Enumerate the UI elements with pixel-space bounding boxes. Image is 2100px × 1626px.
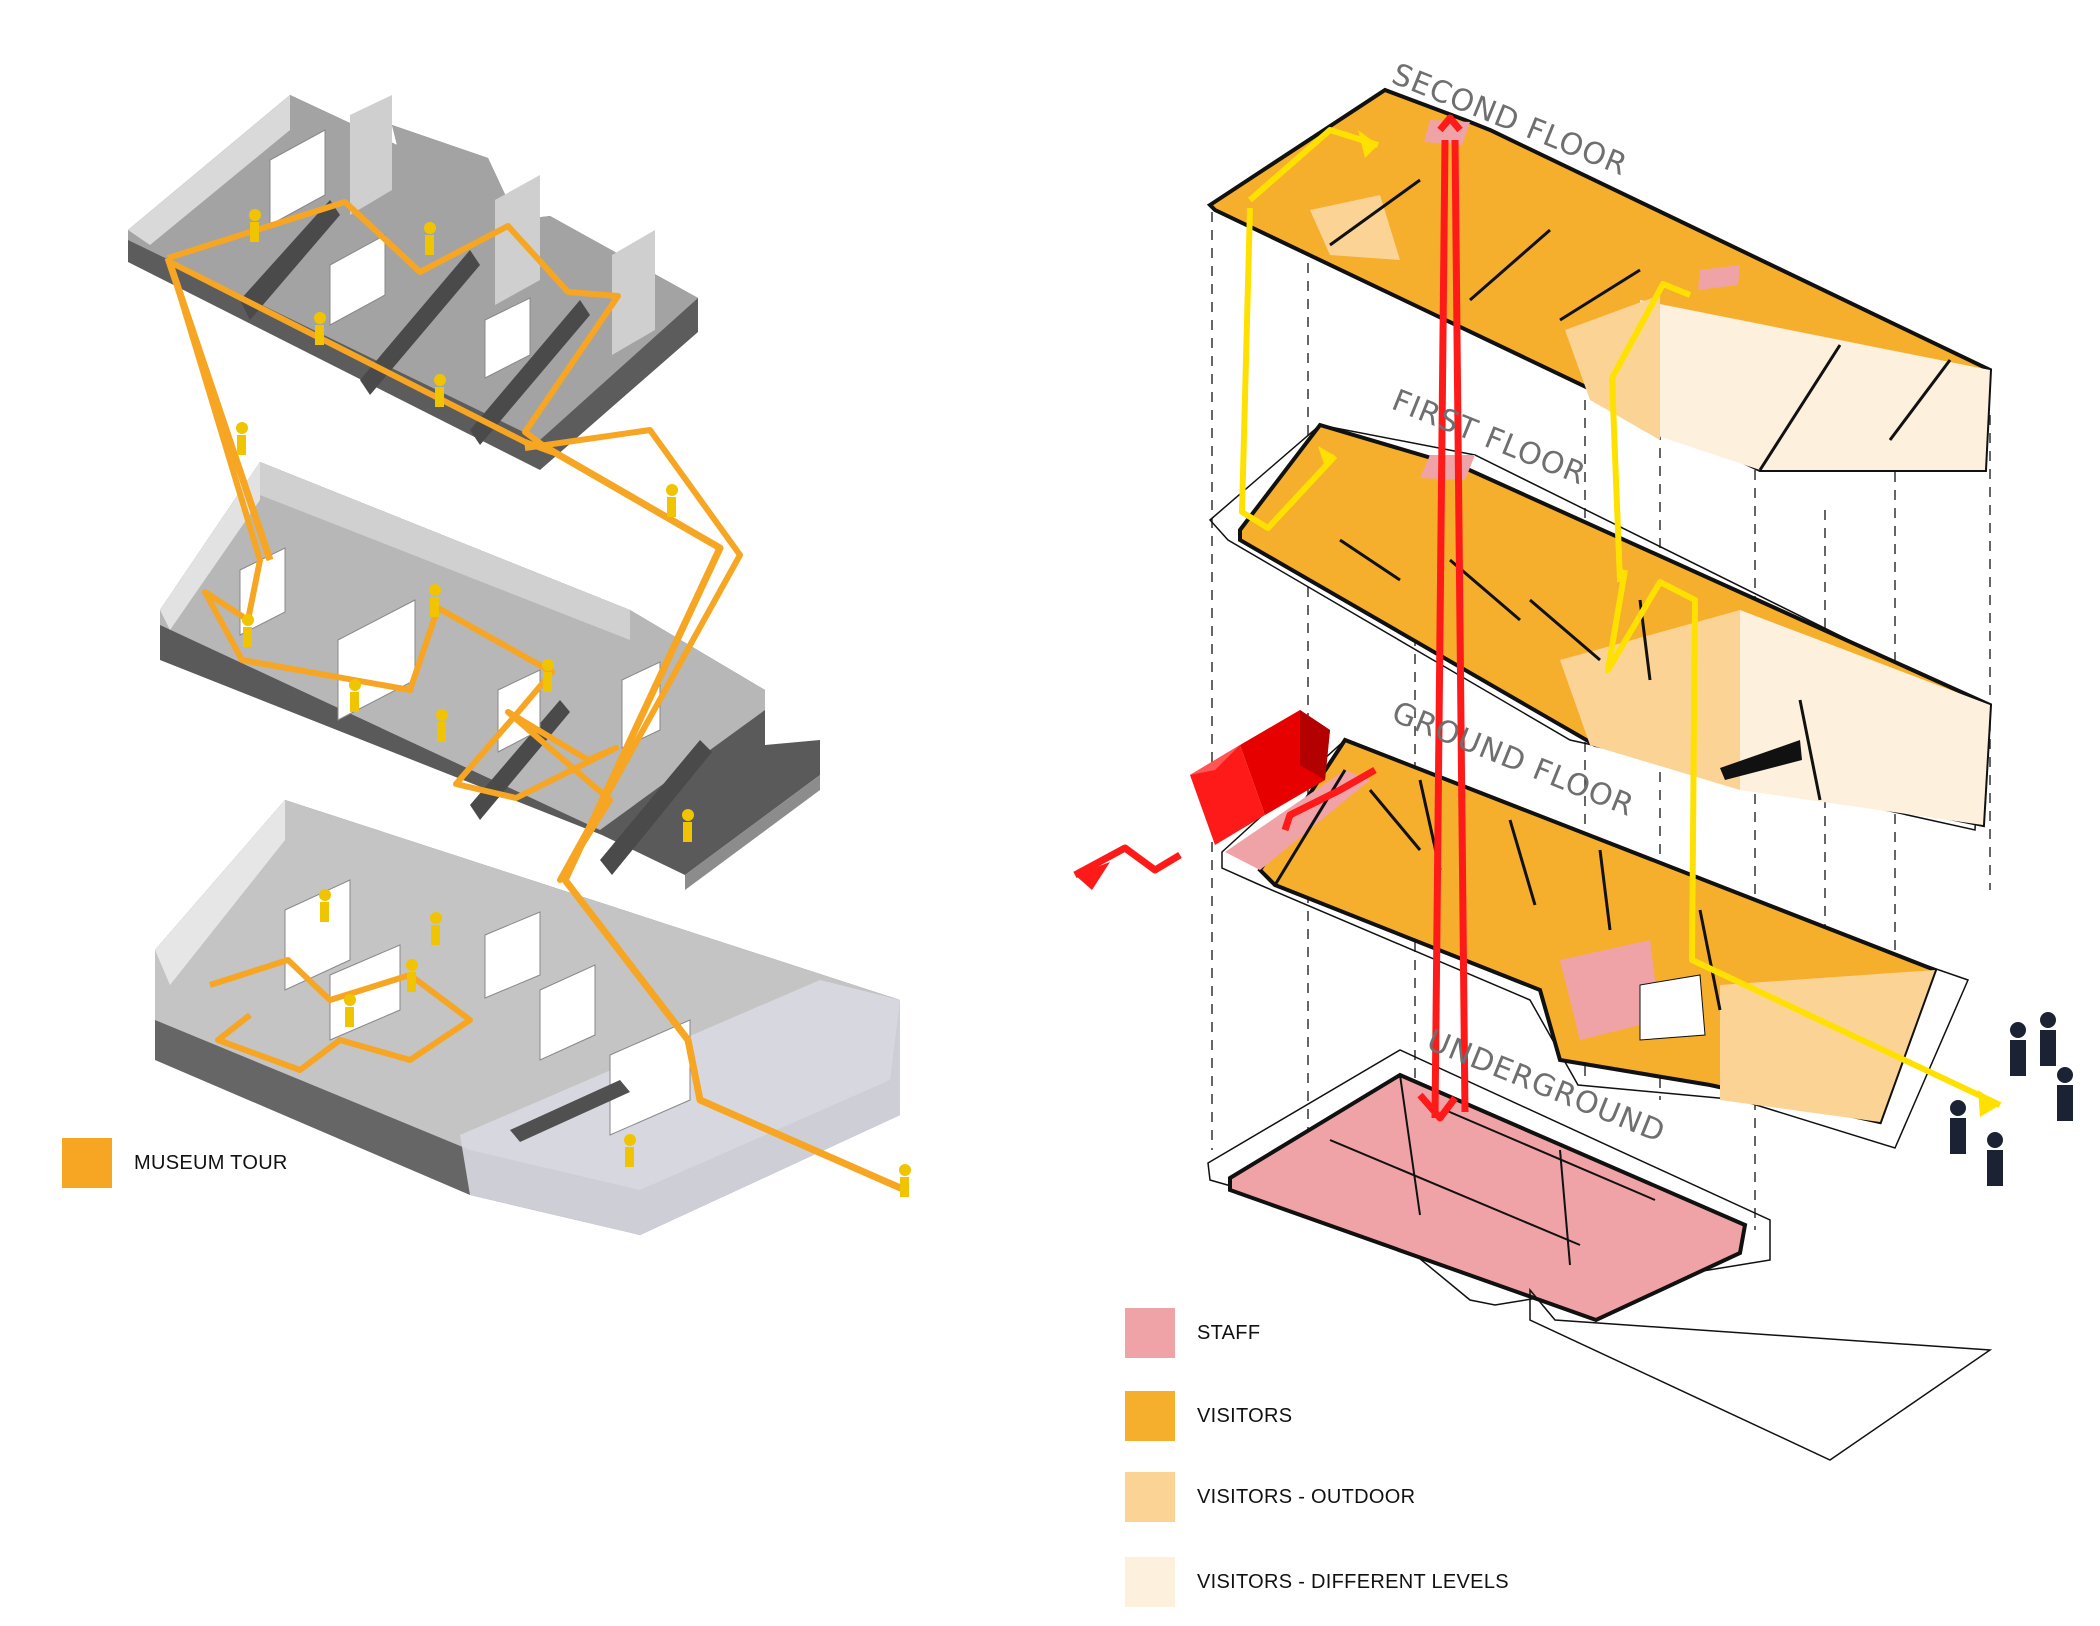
visitor-figure-icons <box>236 209 911 1197</box>
legend-staff: STAFF <box>1125 1308 1260 1358</box>
legend-label-visitors: VISITORS <box>1197 1404 1293 1427</box>
tour-path-bottom-loop <box>209 957 473 1073</box>
staff-route-arrowhead <box>1075 862 1110 890</box>
legend-swatch-visitors-different-levels <box>1125 1557 1175 1607</box>
museum-tour-diagram <box>128 95 911 1235</box>
floor-second <box>1206 87 1993 472</box>
legend-swatch-visitors <box>1125 1391 1175 1441</box>
tour-path-top-to-middle <box>164 256 274 562</box>
legend-label-museum-tour: MUSEUM TOUR <box>134 1151 288 1174</box>
legend-visitors: VISITORS <box>1125 1391 1292 1441</box>
tour-path-connector-down <box>538 440 907 1194</box>
legend-label-visitors-outdoor: VISITORS - OUTDOOR <box>1197 1485 1416 1508</box>
legend-label-visitors-different-levels: VISITORS - DIFFERENT LEVELS <box>1197 1570 1509 1593</box>
legend-visitors-different-levels: VISITORS - DIFFERENT LEVELS <box>1125 1557 1509 1607</box>
floor-underground <box>1207 1049 1993 1461</box>
legend-swatch-visitors-outdoor <box>1125 1472 1175 1522</box>
legend-swatch-museum-tour <box>62 1138 112 1188</box>
tour-level-bottom <box>155 800 900 1235</box>
floor-ground <box>1221 737 1970 1149</box>
exploded-floors-diagram: SECOND FLOOR FIRST FLOOR GROUND FLOOR UN… <box>1073 57 2073 1461</box>
museum-tour-path <box>167 199 743 883</box>
legend-museum-tour: MUSEUM TOUR <box>62 1138 288 1188</box>
staff-route <box>1073 114 1469 1122</box>
delivery-truck-icon <box>1190 710 1330 845</box>
legend-swatch-staff <box>1125 1308 1175 1358</box>
visitor-people-icons <box>1950 1012 2073 1186</box>
legend-label-staff: STAFF <box>1197 1321 1261 1344</box>
legend-visitors-outdoor: VISITORS - OUTDOOR <box>1125 1472 1415 1522</box>
visitor-route-arrowheads <box>1318 130 2000 1117</box>
